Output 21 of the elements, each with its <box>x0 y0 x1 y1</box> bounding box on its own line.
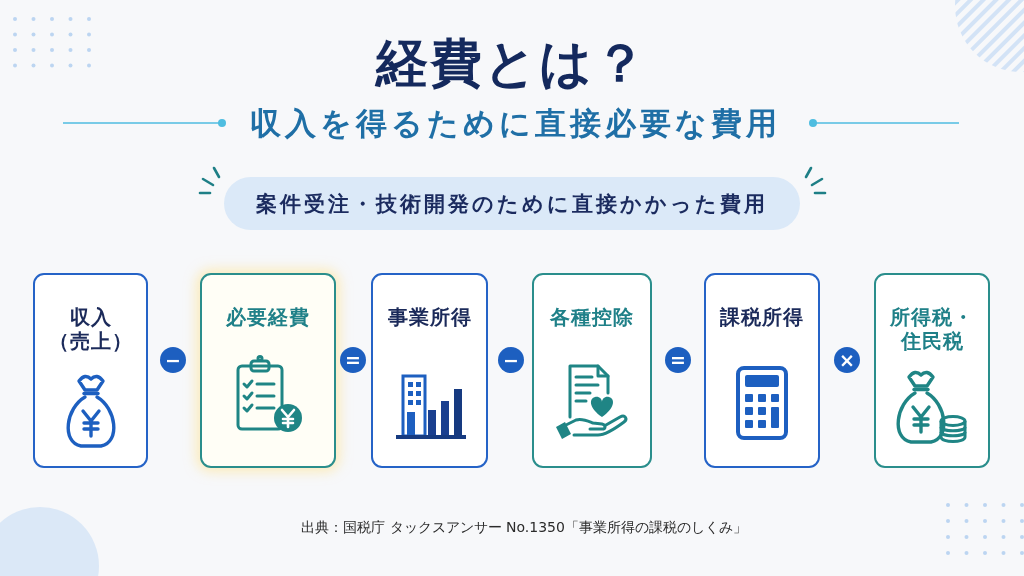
title: 経費とは？ <box>376 33 648 93</box>
operator-symbol: = <box>340 347 366 373</box>
operator-symbol: × <box>834 347 860 373</box>
banner-pill: 案件受注・技術開発のために直接かかった費用 <box>224 177 800 230</box>
step-box <box>371 273 488 468</box>
source-note: 出典：国税庁 タックスアンサー No.1350「事業所得の課税のしくみ」 <box>301 518 747 537</box>
operator-symbol: − <box>498 347 524 373</box>
step-title: 所得税・住民税 <box>889 305 975 353</box>
step-box <box>33 273 148 468</box>
step-box <box>874 273 990 468</box>
operator-symbol: − <box>160 347 186 373</box>
step-title: 課税所得 <box>720 305 804 329</box>
step-title: 必要経費 <box>226 305 310 329</box>
step-box <box>704 273 820 468</box>
step-title: 収入（売上） <box>47 305 134 353</box>
step-box <box>200 273 336 468</box>
subtitle: 収入を得るために直接必要な費用 <box>249 104 781 142</box>
step-box <box>532 273 652 468</box>
step-title: 事業所得 <box>387 305 472 329</box>
operator-symbol: = <box>665 347 691 373</box>
step-title: 各種控除 <box>550 305 634 329</box>
